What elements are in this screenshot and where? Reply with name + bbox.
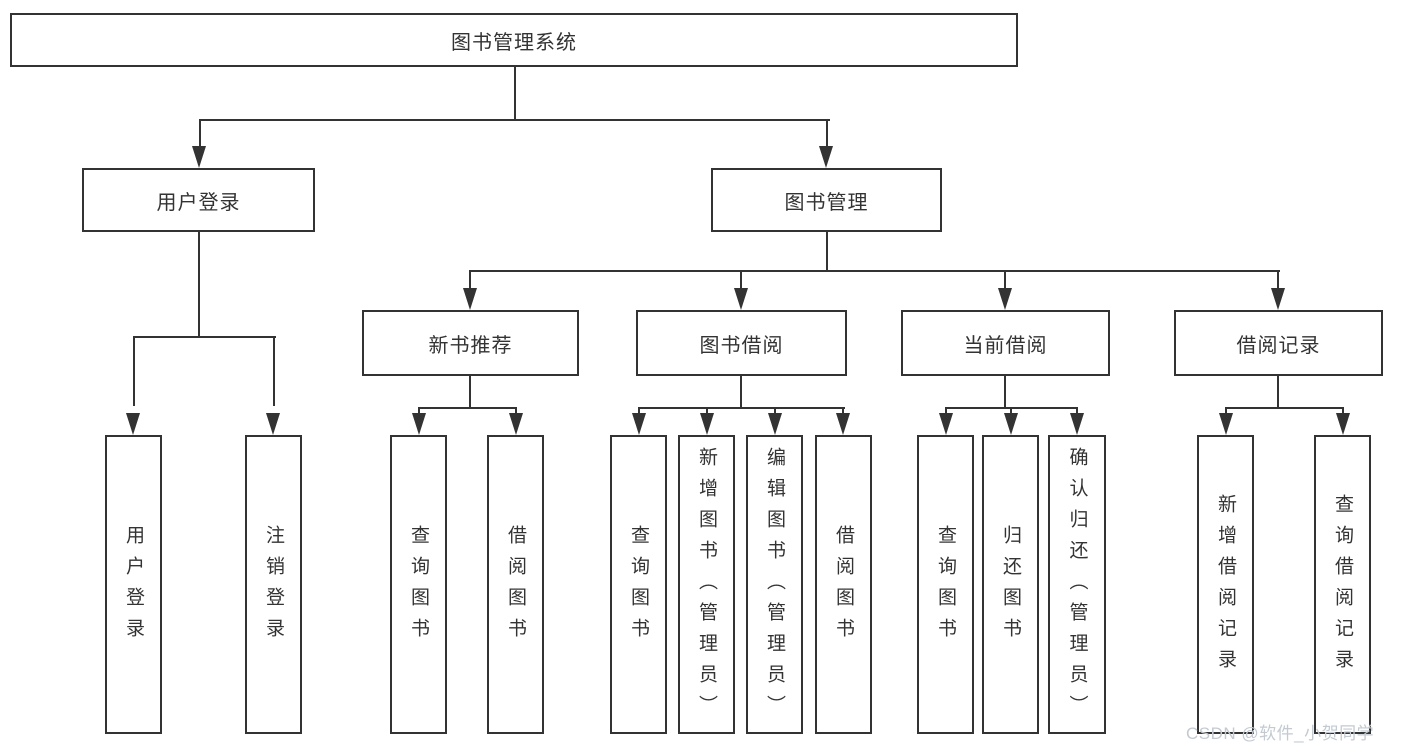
connector-line: [418, 407, 517, 409]
arrowhead-down-icon: [632, 413, 646, 435]
connector-line: [198, 232, 200, 338]
leaf-add-books-admin: 新增图书（管理员）: [678, 435, 735, 734]
leaf-query-books-recommend: 查询图书: [390, 435, 447, 734]
node-borrow-record: 借阅记录: [1174, 310, 1383, 376]
connector-line: [273, 336, 275, 406]
arrowhead-down-icon: [1336, 413, 1350, 435]
node-book-management: 图书管理: [711, 168, 942, 232]
leaf-borrow-books: 借阅图书: [815, 435, 872, 734]
arrowhead-down-icon: [1271, 288, 1285, 310]
connector-line: [418, 407, 420, 417]
arrowhead-down-icon: [819, 146, 833, 168]
leaf-borrow-books-recommend: 借阅图书: [487, 435, 544, 734]
arrowhead-down-icon: [700, 413, 714, 435]
leaf-confirm-return-admin: 确认归还（管理员）: [1048, 435, 1106, 734]
connector-line: [1076, 407, 1078, 417]
arrowhead-down-icon: [1070, 413, 1084, 435]
leaf-edit-books-admin: 编辑图书（管理员）: [746, 435, 803, 734]
arrowhead-down-icon: [126, 413, 140, 435]
arrowhead-down-icon: [463, 288, 477, 310]
leaf-query-borrow-record: 查询借阅记录: [1314, 435, 1371, 734]
connector-line: [199, 119, 201, 149]
leaf-return-books: 归还图书: [982, 435, 1039, 734]
connector-line: [515, 407, 517, 417]
node-root-library-system: 图书管理系统: [10, 13, 1018, 67]
leaf-add-borrow-record: 新增借阅记录: [1197, 435, 1254, 734]
connector-line: [774, 407, 776, 417]
connector-line: [945, 407, 947, 417]
csdn-watermark: CSDN @软件_小贺同学: [1186, 724, 1375, 743]
connector-line: [133, 336, 135, 406]
connector-line: [199, 119, 830, 121]
arrowhead-down-icon: [509, 413, 523, 435]
node-current-borrow: 当前借阅: [901, 310, 1110, 376]
connector-line: [638, 407, 845, 409]
arrowhead-down-icon: [266, 413, 280, 435]
connector-line: [638, 407, 640, 417]
connector-line: [1004, 270, 1006, 290]
connector-line: [469, 376, 471, 409]
connector-line: [1277, 270, 1279, 290]
connector-line: [740, 270, 742, 290]
leaf-logout: 注销登录: [245, 435, 302, 734]
arrowhead-down-icon: [998, 288, 1012, 310]
connector-line: [826, 119, 828, 149]
connector-line: [469, 270, 471, 290]
arrowhead-down-icon: [412, 413, 426, 435]
leaf-user-login: 用户登录: [105, 435, 162, 734]
connector-line: [1225, 407, 1344, 409]
connector-line: [1277, 376, 1279, 409]
connector-line: [842, 407, 844, 417]
arrowhead-down-icon: [836, 413, 850, 435]
leaf-query-books-current: 查询图书: [917, 435, 974, 734]
arrowhead-down-icon: [768, 413, 782, 435]
connector-line: [706, 407, 708, 417]
node-user-login: 用户登录: [82, 168, 315, 232]
arrowhead-down-icon: [734, 288, 748, 310]
connector-line: [1225, 407, 1227, 417]
node-book-borrow: 图书借阅: [636, 310, 847, 376]
node-new-book-recommend: 新书推荐: [362, 310, 579, 376]
connector-line: [826, 232, 828, 272]
connector-line: [1342, 407, 1344, 417]
connector-line: [1004, 376, 1006, 409]
arrowhead-down-icon: [1004, 413, 1018, 435]
connector-line: [740, 376, 742, 409]
connector-line: [1010, 407, 1012, 417]
connector-line: [133, 336, 276, 338]
arrowhead-down-icon: [1219, 413, 1233, 435]
connector-line: [514, 67, 516, 121]
arrowhead-down-icon: [939, 413, 953, 435]
leaf-query-books-borrow: 查询图书: [610, 435, 667, 734]
connector-line: [469, 270, 1280, 272]
arrowhead-down-icon: [192, 146, 206, 168]
